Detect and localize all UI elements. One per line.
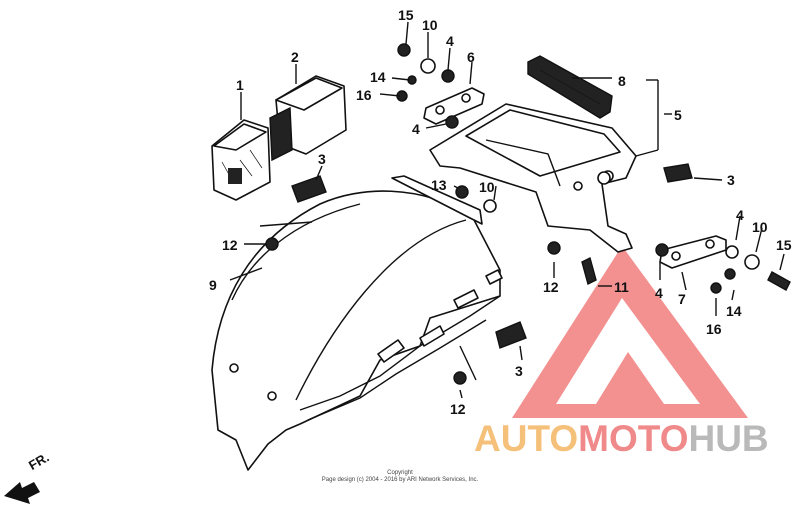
- callout-10c: 10: [752, 219, 768, 235]
- callout-12b: 12: [543, 279, 559, 295]
- watermark-part-1: AUTO: [474, 418, 579, 459]
- watermark-logo: [512, 246, 748, 418]
- callout-12c: 12: [450, 401, 466, 417]
- callout-3b: 3: [727, 172, 735, 188]
- part-6-plate[interactable]: [423, 87, 485, 125]
- callout-7: 7: [678, 291, 686, 307]
- callout-14b: 14: [726, 303, 742, 319]
- watermark-part-2: MOTO: [578, 418, 689, 459]
- callout-4d: 4: [736, 207, 744, 223]
- callout-2: 2: [291, 49, 299, 65]
- callout-labels: 1 2 3 3 3 4 4 4 4 5 6 7 8 9 10 10 10 11 …: [209, 7, 792, 417]
- callout-8: 8: [618, 73, 626, 89]
- part-7-plate[interactable]: [659, 235, 727, 269]
- copyright-line-2: Page design (c) 2004 - 2016 by ARI Netwo…: [321, 477, 479, 483]
- watermark-text: AUTOMOTOHUB: [474, 418, 769, 460]
- callout-10a: 10: [422, 17, 438, 33]
- part-5-bracket[interactable]: [429, 103, 637, 253]
- callout-1: 1: [236, 77, 244, 93]
- callout-14a: 14: [370, 69, 386, 85]
- callout-4a: 4: [446, 33, 454, 49]
- callout-9: 9: [209, 277, 217, 293]
- part-9-fender[interactable]: [211, 175, 503, 471]
- hardware-parts[interactable]: [265, 43, 791, 385]
- callout-5: 5: [674, 107, 682, 123]
- leader-lines: [229, 21, 785, 399]
- copyright-line-1: Copyright: [387, 470, 413, 476]
- callout-15b: 15: [776, 237, 792, 253]
- callout-10b: 10: [479, 179, 495, 195]
- callout-15a: 15: [398, 7, 414, 23]
- part-2-module[interactable]: [269, 75, 347, 162]
- front-direction-arrow: [4, 482, 40, 504]
- callout-4c: 4: [655, 285, 663, 301]
- copyright-notice: Copyright Page design (c) 2004 - 2016 by…: [300, 470, 500, 484]
- callout-3a: 3: [318, 151, 326, 167]
- callout-11: 11: [614, 279, 629, 295]
- callout-16b: 16: [706, 321, 722, 337]
- callout-13: 13: [431, 177, 447, 193]
- watermark-part-3: HUB: [688, 418, 769, 459]
- callout-6: 6: [467, 49, 475, 65]
- callout-12a: 12: [222, 237, 238, 253]
- callout-16a: 16: [356, 87, 372, 103]
- callout-4b: 4: [412, 121, 420, 137]
- callout-3c: 3: [515, 363, 523, 379]
- part-1-box[interactable]: [211, 119, 271, 201]
- part-8-strip[interactable]: [527, 55, 613, 119]
